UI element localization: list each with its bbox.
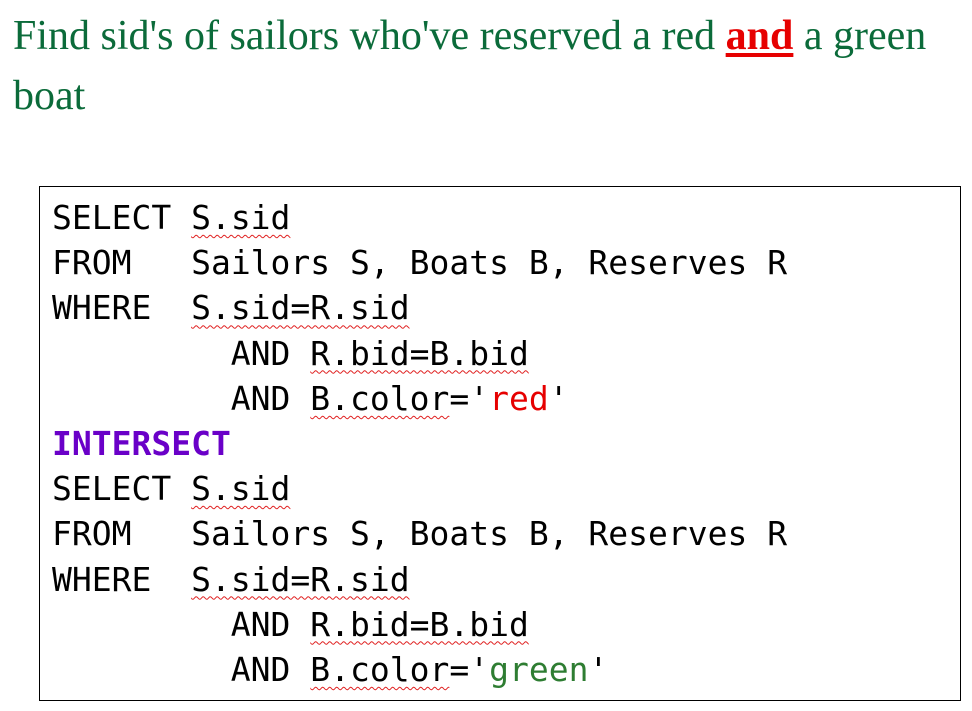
from-keyword: FROM [52, 514, 192, 554]
equals-quote: =' [449, 649, 490, 689]
title-text-after: a green boat [13, 13, 927, 119]
select-keyword: SELECT [52, 469, 192, 509]
where-keyword: WHERE [52, 288, 192, 328]
and-keyword: AND [52, 649, 311, 689]
close-quote: ' [548, 378, 569, 418]
join-condition-bid: R.bid=B.bid [310, 604, 529, 644]
code-line-from-2: FROM Sailors S, Boats B, Reserves R [52, 511, 787, 556]
slide-title: Find sid's of sailors who've reserved a … [13, 6, 963, 126]
code-line-and-color-2: AND B.color='green' [52, 647, 787, 692]
intersect-keyword: INTERSECT [52, 423, 231, 463]
where-keyword: WHERE [52, 559, 192, 599]
from-tables: Sailors S, Boats B, Reserves R [191, 514, 788, 554]
and-keyword: AND [52, 604, 311, 644]
code-line-and-color-1: AND B.color='red' [52, 376, 787, 421]
title-keyword-and: and [725, 13, 794, 59]
code-line-and-bid-1: AND R.bid=B.bid [52, 331, 787, 376]
select-column: S.sid [191, 198, 291, 237]
and-keyword: AND [52, 378, 311, 418]
equals-quote: =' [449, 378, 490, 418]
code-line-select-2: SELECT S.sid [52, 466, 787, 511]
and-keyword: AND [52, 333, 311, 373]
join-condition-bid: R.bid=B.bid [310, 333, 529, 373]
code-line-where-2: WHERE S.sid=R.sid [52, 557, 787, 602]
join-condition-sid: S.sid=R.sid [191, 288, 410, 328]
title-text-before: Find sid's of sailors who've reserved a … [13, 13, 726, 59]
color-literal-red: red [489, 378, 549, 418]
close-quote: ' [588, 649, 609, 689]
select-keyword: SELECT [52, 198, 192, 237]
code-line-select-1: SELECT S.sid [52, 195, 787, 240]
select-column: S.sid [191, 469, 291, 509]
code-line-and-bid-2: AND R.bid=B.bid [52, 602, 787, 647]
from-keyword: FROM [52, 243, 192, 283]
code-line-where-1: WHERE S.sid=R.sid [52, 285, 787, 330]
from-tables: Sailors S, Boats B, Reserves R [191, 243, 788, 283]
code-line-from-1: FROM Sailors S, Boats B, Reserves R [52, 240, 787, 285]
color-column: B.color [310, 649, 450, 689]
color-column: B.color [310, 378, 450, 418]
color-literal-green: green [489, 649, 589, 689]
join-condition-sid: S.sid=R.sid [191, 559, 410, 599]
